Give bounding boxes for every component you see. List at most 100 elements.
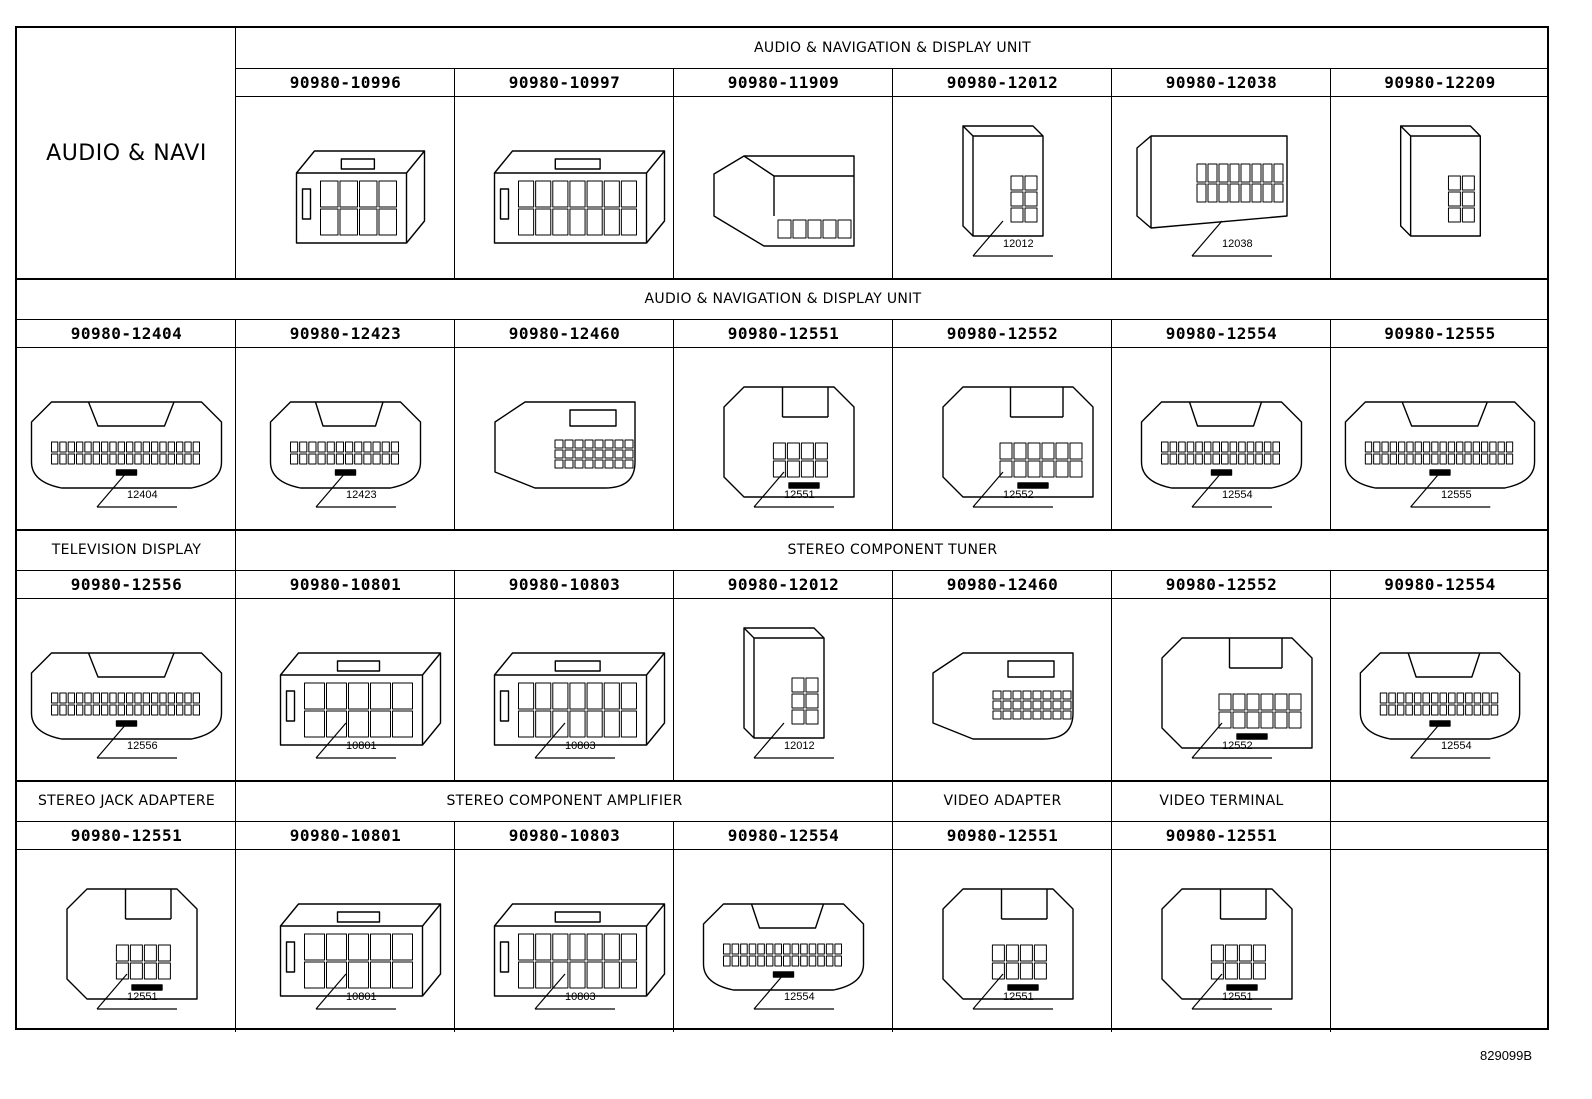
part-number: 90980-12209 xyxy=(1384,72,1496,92)
connector-callout: 10803 xyxy=(565,740,596,752)
grid-line xyxy=(892,821,893,1032)
section-header: AUDIO & NAVIGATION & DISPLAY UNIT xyxy=(754,40,1031,56)
section-header: VIDEO TERMINAL xyxy=(1159,793,1284,809)
grid-line xyxy=(235,28,236,279)
callout-leader xyxy=(96,973,177,1010)
part-number: 90980-10803 xyxy=(508,825,621,845)
grid-line xyxy=(17,347,1549,348)
callout-leader xyxy=(753,973,834,1010)
grid-line xyxy=(235,821,236,1032)
connector-illustration xyxy=(942,386,1094,508)
connector-callout: 12423 xyxy=(346,489,377,501)
section-header: STEREO JACK ADAPTERE xyxy=(37,793,216,809)
part-number: 90980-12555 xyxy=(1384,323,1496,343)
connector-illustration xyxy=(30,652,223,759)
connector-illustration xyxy=(743,627,834,759)
part-number: 90980-12554 xyxy=(1384,574,1496,594)
callout-leader xyxy=(972,471,1053,508)
connector-callout: 10801 xyxy=(346,991,377,1003)
grid-line xyxy=(17,278,1549,280)
callout-leader xyxy=(753,722,834,759)
grid-line xyxy=(454,68,455,279)
part-number: 90980-12552 xyxy=(1165,574,1278,594)
part-number: 90980-12551 xyxy=(946,825,1059,845)
callout-leader xyxy=(1191,973,1272,1010)
callout-leader xyxy=(315,471,396,508)
connector-callout: 10803 xyxy=(565,991,596,1003)
connector-drawing: 12556 xyxy=(17,598,236,781)
connector-drawing: 12038 xyxy=(1112,96,1331,279)
grid-line xyxy=(17,319,1549,320)
connector-callout: 12551 xyxy=(127,991,158,1003)
connector-drawing: 12404 xyxy=(17,347,236,530)
connector-illustration xyxy=(1161,637,1313,759)
grid-line xyxy=(892,68,893,279)
connector-drawing: 12012 xyxy=(674,598,893,781)
connector-illustration xyxy=(1136,135,1288,257)
grid-line xyxy=(17,570,1549,571)
part-number: 90980-12460 xyxy=(508,323,621,343)
drawing-code: 829099B xyxy=(1480,1048,1533,1063)
connector-callout: 12552 xyxy=(1222,740,1253,752)
part-number: 90980-12554 xyxy=(727,825,840,845)
callout-leader xyxy=(1191,220,1272,257)
connector-illustration xyxy=(1359,652,1521,759)
connector-illustration xyxy=(493,652,666,759)
grid-line xyxy=(892,570,893,781)
part-number: 90980-12551 xyxy=(70,825,183,845)
grid-line xyxy=(1330,68,1331,279)
grid-line xyxy=(1111,319,1112,530)
connector-illustration xyxy=(493,150,666,244)
part-number: 90980-12423 xyxy=(289,323,402,343)
part-number: 90980-12554 xyxy=(1165,323,1278,343)
grid-line xyxy=(1330,319,1331,530)
callout-leader xyxy=(753,471,834,508)
connector-drawing: 12554 xyxy=(1112,347,1331,530)
callout-leader xyxy=(1191,471,1272,508)
connector-illustration xyxy=(1331,849,1549,1032)
connector-callout: 12552 xyxy=(1003,489,1034,501)
connector-callout: 12551 xyxy=(784,489,815,501)
connector-illustration xyxy=(493,903,666,1010)
connector-illustration xyxy=(942,888,1074,1010)
connector-callout: 12555 xyxy=(1441,489,1472,501)
connector-drawing: 12552 xyxy=(893,347,1112,530)
connector-drawing xyxy=(455,96,674,279)
connector-illustration xyxy=(494,401,636,489)
grid-line xyxy=(1111,68,1112,279)
callout-leader xyxy=(315,973,396,1010)
callout-leader xyxy=(534,722,615,759)
connector-illustration xyxy=(1161,888,1293,1010)
connector-drawing: 12551 xyxy=(1112,849,1331,1032)
part-number: 90980-12551 xyxy=(1165,825,1278,845)
grid-line xyxy=(235,570,236,781)
part-number: 90980-12012 xyxy=(946,72,1059,92)
connector-illustration xyxy=(723,386,855,508)
section-header: AUDIO & NAVIGATION & DISPLAY UNIT xyxy=(644,291,922,307)
connector-drawing: 10803 xyxy=(455,598,674,781)
connector-drawing: 12423 xyxy=(236,347,455,530)
connector-chart: AUDIO & NAVIGATION & DISPLAY UNIT AUDIO &… xyxy=(15,26,1549,1032)
connector-illustration xyxy=(1399,125,1482,237)
grid-line xyxy=(454,319,455,530)
grid-line xyxy=(17,821,1549,822)
connector-illustration xyxy=(932,652,1074,740)
connector-illustration xyxy=(30,401,223,508)
part-number: 90980-11909 xyxy=(727,72,840,92)
section-header: STEREO COMPONENT AMPLIFIER xyxy=(446,793,683,809)
connector-callout: 12554 xyxy=(784,991,815,1003)
part-number: 90980-12460 xyxy=(946,574,1059,594)
connector-callout: 12551 xyxy=(1003,991,1034,1003)
connector-illustration xyxy=(1140,401,1303,508)
callout-leader xyxy=(972,973,1053,1010)
section-header: STEREO COMPONENT TUNER xyxy=(787,542,998,558)
callout-leader xyxy=(315,722,396,759)
connector-drawing: 12554 xyxy=(674,849,893,1032)
grid-line xyxy=(454,570,455,781)
connector-drawing: 12551 xyxy=(893,849,1112,1032)
connector-drawing xyxy=(1331,849,1549,1032)
connector-drawing: 10803 xyxy=(455,849,674,1032)
connector-callout: 12556 xyxy=(127,740,158,752)
part-number: 90980-10997 xyxy=(508,72,621,92)
grid-line xyxy=(673,68,674,279)
